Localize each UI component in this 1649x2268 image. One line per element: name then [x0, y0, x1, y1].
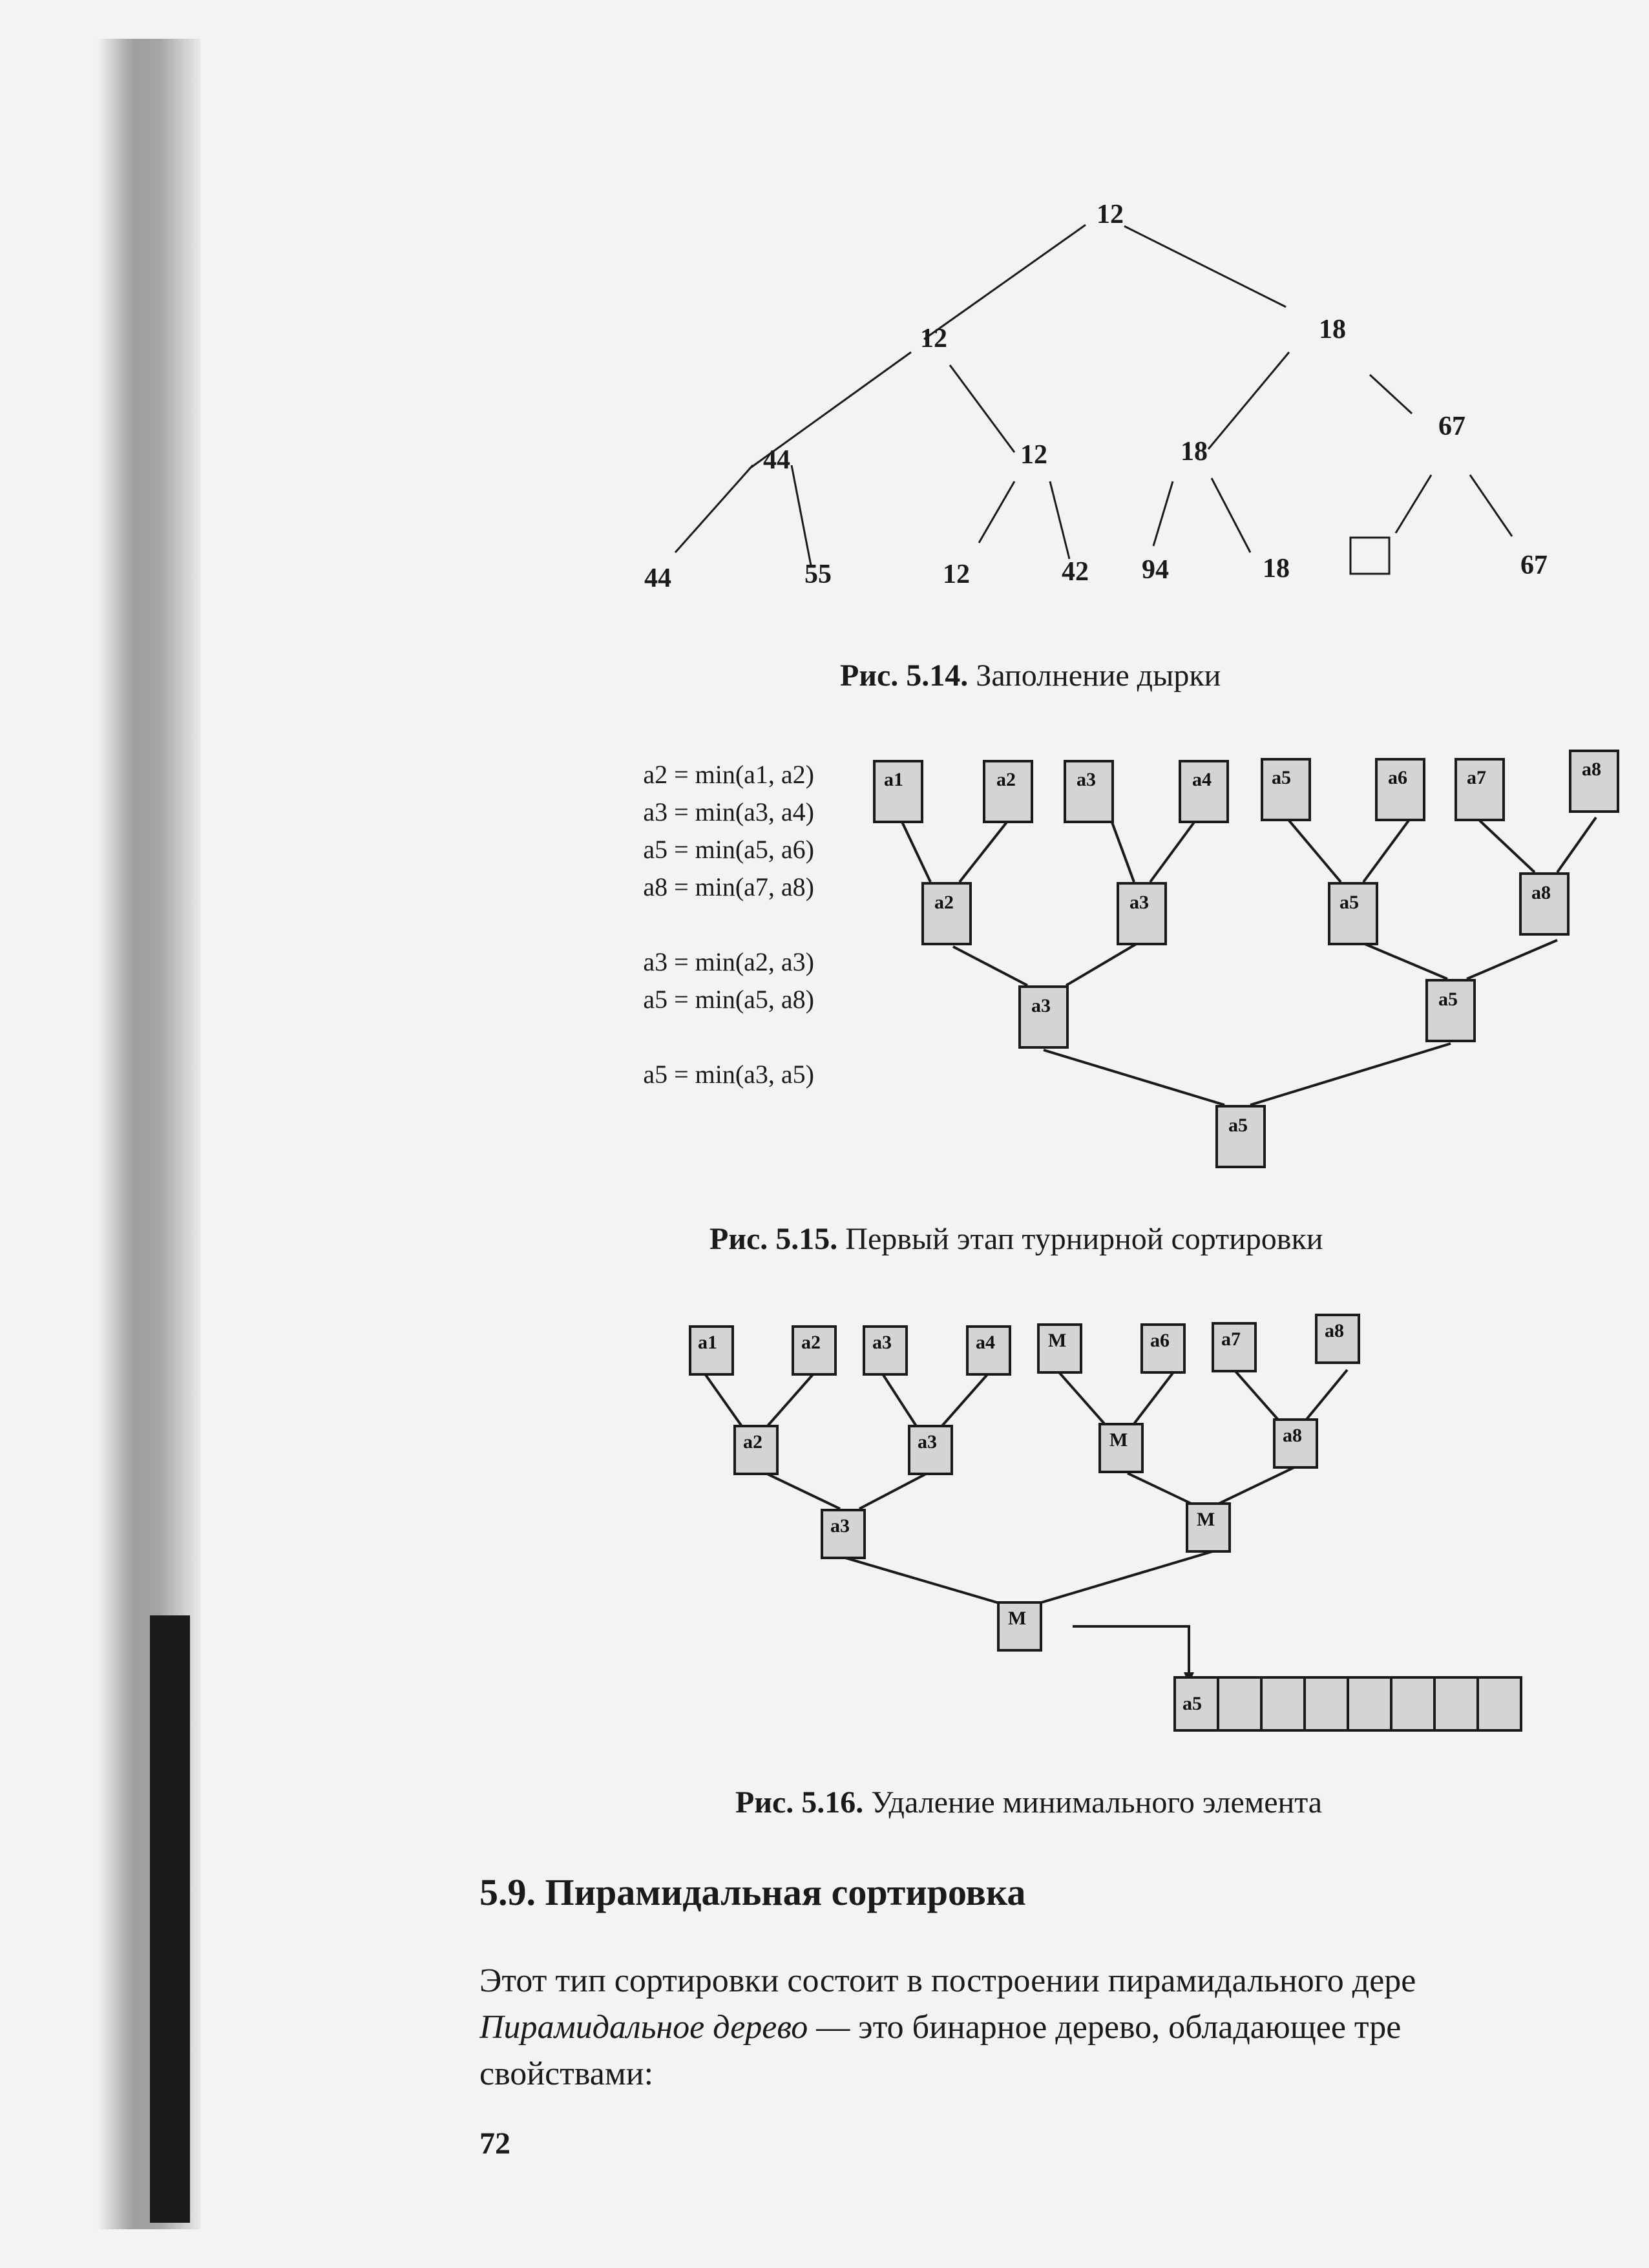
caption-text: Удаление минимального элемента: [863, 1785, 1323, 1820]
formula-line: a5 = min(a5, a6): [643, 835, 814, 864]
leaf-box-label: a6: [1150, 1330, 1170, 1351]
node-box-label: a5: [1438, 989, 1458, 1010]
tree-node: 44: [644, 563, 671, 593]
tree-node: 94: [1142, 555, 1169, 585]
tree-node: 18: [1181, 437, 1208, 467]
term-italic: Пирамидальное дерево: [479, 2009, 808, 2046]
figure-5-14-tree: 12 12 18 44 12 18 67 44 55 12 42 94 18 6…: [644, 200, 1548, 593]
node-box-label: a3: [1129, 892, 1149, 913]
tree-node: 12: [1097, 200, 1124, 229]
node-box-label: a5: [1339, 892, 1359, 913]
formula-line: a8 = min(a7, a8): [643, 872, 814, 901]
tree-node: 67: [1520, 551, 1548, 580]
empty-hole-node: [1349, 536, 1391, 575]
node-box-label: a2: [934, 892, 954, 913]
section-body: Этот тип сортировки состоит в построении…: [479, 1958, 1649, 2097]
tree-node: 12: [1020, 440, 1047, 470]
leaf-box-label: a4: [976, 1332, 995, 1353]
leaf-box-label: a8: [1582, 759, 1601, 780]
node-box-label: M: [1197, 1509, 1215, 1530]
leaf-box-label: M: [1048, 1330, 1066, 1351]
body-line: Пирамидальное дерево — это бинарное дере…: [479, 2004, 1649, 2051]
caption-number: Рис. 5.15.: [709, 1222, 838, 1256]
body-line-rest: — это бинарное дерево, обладающее тре: [808, 2009, 1402, 2046]
leaf-box-label: a7: [1467, 767, 1486, 788]
caption-text: Заполнение дырки: [968, 658, 1221, 693]
leaf-box-label: a6: [1388, 767, 1407, 788]
formula-line: a5 = min(a3, a5): [643, 1060, 814, 1089]
tree-node: 18: [1263, 554, 1290, 583]
tree-node: 67: [1438, 412, 1465, 441]
formula-line: a2 = min(a1, a2): [643, 760, 814, 789]
body-line: свойствами:: [479, 2055, 654, 2092]
figure-5-14-caption: Рис. 5.14. Заполнение дырки: [840, 658, 1221, 693]
tree-node: 12: [943, 560, 970, 589]
node-box-label: a3: [1031, 995, 1051, 1016]
leaf-box-label: a8: [1325, 1320, 1344, 1341]
body-line: Этот тип сортировки состоит в построении…: [479, 1962, 1416, 1999]
node-box-label: M: [1109, 1429, 1128, 1451]
leaf-box-label: a5: [1272, 767, 1291, 788]
tournament-formulas: a2 = min(a1, a2) a3 = min(a3, a4) a5 = m…: [594, 756, 814, 1093]
page-number: 72: [479, 2126, 510, 2161]
formula-line: a3 = min(a3, a4): [643, 797, 814, 826]
node-box-label: a2: [743, 1431, 762, 1453]
leaf-box-label: a1: [884, 769, 903, 790]
root-box-label: M: [1008, 1608, 1026, 1629]
leaf-box-label: a2: [801, 1332, 821, 1353]
output-cell-label: a5: [1182, 1693, 1202, 1714]
leaf-box-label: a1: [698, 1332, 717, 1353]
root-box-label: a5: [1228, 1115, 1248, 1136]
tree-node: 55: [804, 560, 832, 589]
scan-edge-bar: [150, 1615, 190, 2223]
leaf-box-label: a3: [872, 1332, 892, 1353]
tree-node: 42: [1062, 557, 1089, 587]
leaf-box-label: a4: [1192, 769, 1212, 790]
formula-line: a3 = min(a2, a3): [643, 947, 814, 976]
caption-number: Рис. 5.14.: [840, 658, 969, 693]
node-box-label: a3: [918, 1431, 937, 1453]
tree-node: 18: [1319, 315, 1346, 344]
node-box-label: a8: [1283, 1425, 1302, 1446]
tree-node: 44: [763, 445, 790, 475]
caption-number: Рис. 5.16.: [735, 1785, 864, 1820]
leaf-box-label: a2: [996, 769, 1016, 790]
section-heading: 5.9. Пирамидальная сортировка: [479, 1871, 1026, 1913]
figure-5-15-caption: Рис. 5.15. Первый этап турнирной сортиро…: [709, 1221, 1323, 1257]
caption-text: Первый этап турнирной сортировки: [837, 1222, 1323, 1256]
formula-line: a5 = min(a5, a8): [643, 985, 814, 1014]
figure-5-16-caption: Рис. 5.16. Удаление минимального элемент…: [735, 1785, 1322, 1820]
leaf-box-label: a7: [1221, 1328, 1241, 1350]
node-box-label: a3: [830, 1515, 850, 1537]
tree-node: 12: [920, 324, 947, 353]
node-box-label: a8: [1531, 882, 1551, 903]
leaf-box-label: a3: [1077, 769, 1096, 790]
